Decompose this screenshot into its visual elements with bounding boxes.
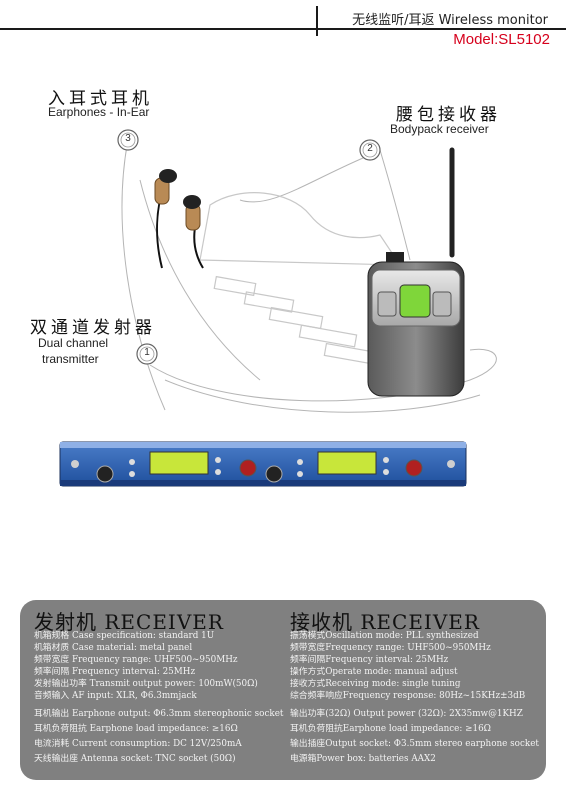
spec-line: 振荡模式Oscillation mode: PLL synthesized bbox=[290, 631, 479, 641]
badge-2-number: 2 bbox=[367, 143, 373, 154]
spec-line: 接收方式Receiving mode: single tuning bbox=[290, 679, 461, 689]
spec-line: 发射输出功率 Transmit output power: 100mW(50Ω) bbox=[34, 679, 258, 689]
badge-2-icon bbox=[359, 139, 381, 161]
transmitter-title-en-1: Dual channel bbox=[38, 336, 109, 350]
spec-line: 电流消耗 Current consumption: DC 12V/250mA bbox=[34, 739, 242, 749]
spec-line: 天线输出座 Antenna socket: TNC socket (50Ω) bbox=[34, 754, 236, 764]
guitar-outline bbox=[199, 192, 402, 366]
spec-line: 频率间隔 Frequency interval: 25MHz bbox=[34, 667, 196, 677]
spec-line: 耳机输出 Earphone output: Φ6.3mm stereophoni… bbox=[34, 709, 284, 719]
header-rule bbox=[0, 28, 566, 30]
header-title: 无线监听/耳返 Wireless monitor bbox=[352, 13, 548, 28]
spec-line: 机箱材质 Case material: metal panel bbox=[34, 643, 193, 653]
spec-list-right: 振荡模式Oscillation mode: PLL synthesized 频带… bbox=[290, 630, 542, 765]
spec-heading-right: 接收机 RECEIVER bbox=[290, 610, 480, 634]
spec-line: 频率间隔Frequency interval: 25MHz bbox=[290, 655, 449, 665]
spec-panel bbox=[20, 600, 546, 780]
spec-heading-left: 发射机 RECEIVER bbox=[34, 610, 224, 634]
badge-1-number: 1 bbox=[144, 347, 150, 358]
badge-3-number: 3 bbox=[125, 133, 131, 144]
spec-list-left: 机箱规格 Case specification: standard 1U 机箱材… bbox=[34, 630, 286, 765]
bodypack-title-zh: 腰包接收器 bbox=[396, 105, 501, 125]
spec-line: 输出功率(32Ω) Output power (32Ω): 2X35mw@1KH… bbox=[290, 709, 523, 719]
header-divider-tick bbox=[316, 6, 318, 36]
spec-line: 输出插座Output socket: Φ3.5mm stereo earphon… bbox=[290, 739, 539, 749]
product-illustration bbox=[59, 129, 497, 487]
bodypack-illustration bbox=[367, 147, 465, 397]
spec-line: 频带宽度 Frequency range: UHF500~950MHz bbox=[34, 655, 238, 665]
spec-line: 机箱规格 Case specification: standard 1U bbox=[34, 631, 215, 641]
spec-line: 操作方式Operate mode: manual adjust bbox=[290, 667, 458, 677]
rack-transmitter-illustration bbox=[59, 441, 467, 487]
earphones-title-zh: 入耳式耳机 bbox=[48, 89, 153, 109]
badge-1-icon bbox=[136, 343, 158, 365]
badge-3-icon bbox=[117, 129, 139, 151]
transmitter-title-en-2: transmitter bbox=[42, 352, 99, 366]
earphones-illustration bbox=[154, 169, 204, 269]
model-number: Model:SL5102 bbox=[453, 31, 550, 48]
transmitter-title-zh: 双通道发射器 bbox=[30, 318, 156, 338]
spec-line: 音频输入 AF input: XLR, Φ6.3mmjack bbox=[34, 691, 197, 701]
spec-line: 耳机负荷阻抗 Earphone load impedance: ≥16Ω bbox=[34, 724, 238, 734]
earphones-title-en: Earphones - In-Ear bbox=[48, 105, 150, 119]
bodypack-title-en: Bodypack receiver bbox=[390, 122, 489, 136]
spec-line: 电源箱Power box: batteries AAX2 bbox=[290, 754, 436, 764]
spec-line: 频带宽度Frequency range: UHF500~950MHz bbox=[290, 643, 491, 653]
spec-line: 综合频率响应Frequency response: 80Hz~15KHz±3dB bbox=[290, 691, 526, 701]
spec-line: 耳机负荷阻抗Earphone load impedance: ≥16Ω bbox=[290, 724, 491, 734]
